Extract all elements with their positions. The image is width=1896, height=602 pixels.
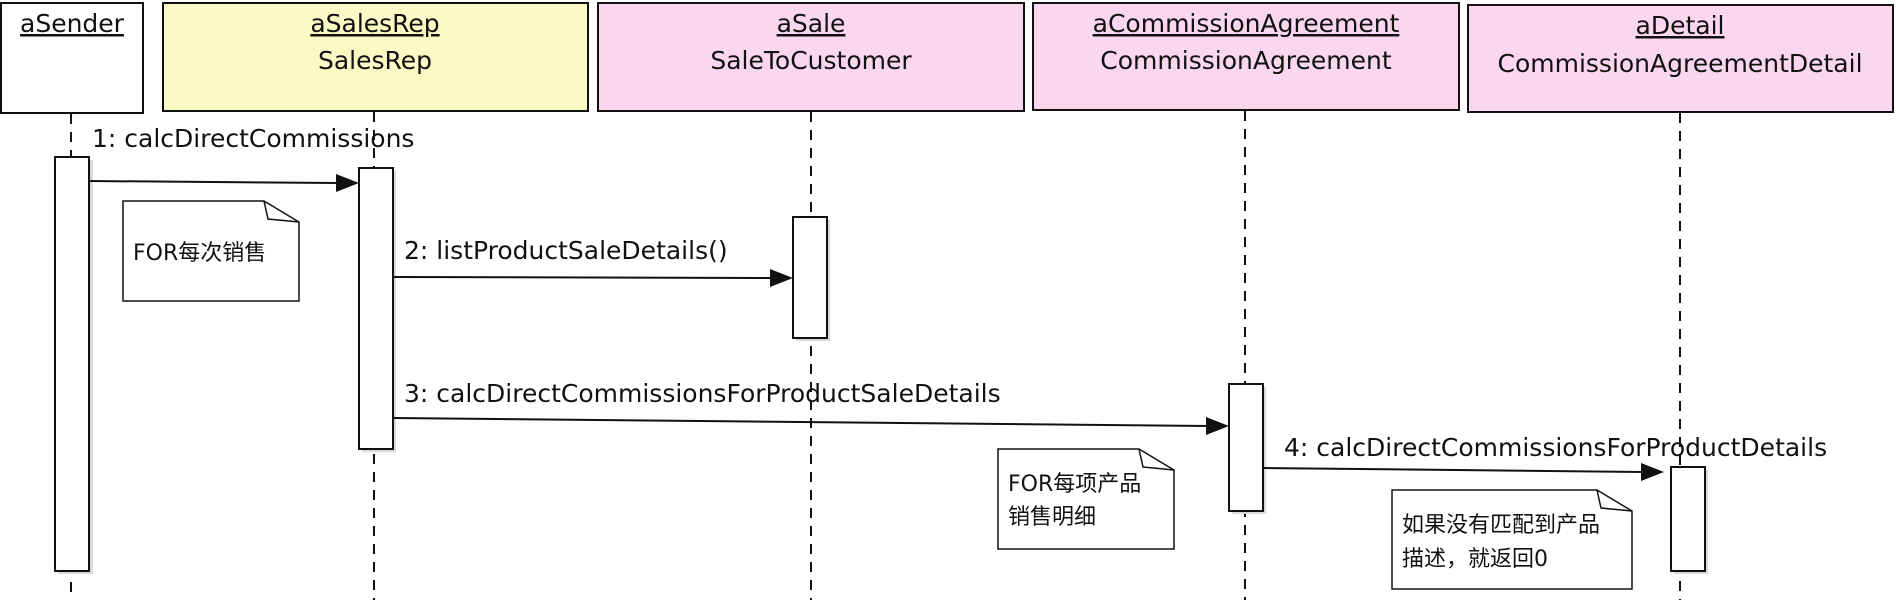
note-1: FOR每次销售 <box>122 200 300 302</box>
message-1: 1: calcDirectCommissions <box>88 124 414 192</box>
message-2: 2: listProductSaleDetails() <box>392 236 793 287</box>
note-3-box <box>1391 489 1633 590</box>
note-1-line-1: FOR每次销售 <box>133 241 266 266</box>
participant-adetail-class: CommissionAgreementDetail <box>1497 49 1862 78</box>
participant-asender: aSender <box>0 2 144 114</box>
activation-asale <box>792 216 830 341</box>
participant-acommissionagreement-box <box>1032 2 1460 111</box>
message-4: 4: calcDirectCommissionsForProductDetail… <box>1262 433 1827 481</box>
participant-asale-box <box>597 2 1025 112</box>
participant-asender-name: aSender <box>20 9 125 38</box>
note-2-box <box>997 448 1175 550</box>
participant-acommissionagreement: aCommissionAgreement CommissionAgreement <box>1032 2 1460 111</box>
participant-acommissionagreement-name: aCommissionAgreement <box>1093 9 1400 38</box>
message-4-label: 4: calcDirectCommissionsForProductDetail… <box>1284 433 1827 462</box>
message-3-line <box>392 417 1209 427</box>
note-2-line-1: FOR每项产品 <box>1008 472 1141 497</box>
note-2-fold <box>1138 448 1175 471</box>
note-1-fold <box>263 200 300 223</box>
participant-asalesrep: aSalesRep SalesRep <box>162 2 589 112</box>
participant-asale-name: aSale <box>777 9 846 38</box>
participant-asender-box <box>0 2 144 114</box>
activation-asender <box>54 156 93 574</box>
participant-asale-class: SaleToCustomer <box>710 46 912 75</box>
message-1-label: 1: calcDirectCommissions <box>92 124 414 153</box>
note-2-line-2: 销售明细 <box>1008 505 1096 530</box>
note-1-box <box>122 200 300 302</box>
participant-adetail-name: aDetail <box>1636 11 1725 40</box>
message-1-arrowhead <box>336 174 359 192</box>
note-2: FOR每项产品 销售明细 <box>997 448 1175 550</box>
participant-asale: aSale SaleToCustomer <box>597 2 1025 112</box>
note-3-fold <box>1596 489 1633 512</box>
activation-asalesrep <box>358 167 396 452</box>
message-1-line <box>88 180 339 184</box>
note-3-line-1: 如果没有匹配到产品 <box>1402 513 1600 538</box>
message-4-line <box>1262 467 1644 473</box>
message-4-arrowhead <box>1641 463 1664 481</box>
participant-acommissionagreement-class: CommissionAgreement <box>1100 46 1392 75</box>
message-2-line <box>392 276 773 279</box>
message-3: 3: calcDirectCommissionsForProductSaleDe… <box>392 379 1229 435</box>
participant-adetail: aDetail CommissionAgreementDetail <box>1467 4 1894 113</box>
activation-acommissionagreement <box>1228 383 1266 514</box>
participant-adetail-box <box>1467 4 1894 113</box>
participant-asalesrep-name: aSalesRep <box>310 9 439 38</box>
participant-asalesrep-box <box>162 2 589 112</box>
note-3: 如果没有匹配到产品 描述，就返回0 <box>1391 489 1633 590</box>
message-3-arrowhead <box>1206 417 1229 435</box>
note-3-line-2: 描述，就返回0 <box>1402 547 1548 572</box>
message-2-label: 2: listProductSaleDetails() <box>404 236 728 265</box>
message-3-label: 3: calcDirectCommissionsForProductSaleDe… <box>404 379 1001 408</box>
participant-asalesrep-class: SalesRep <box>318 46 432 75</box>
message-2-arrowhead <box>770 269 793 287</box>
activation-adetail <box>1670 466 1708 574</box>
